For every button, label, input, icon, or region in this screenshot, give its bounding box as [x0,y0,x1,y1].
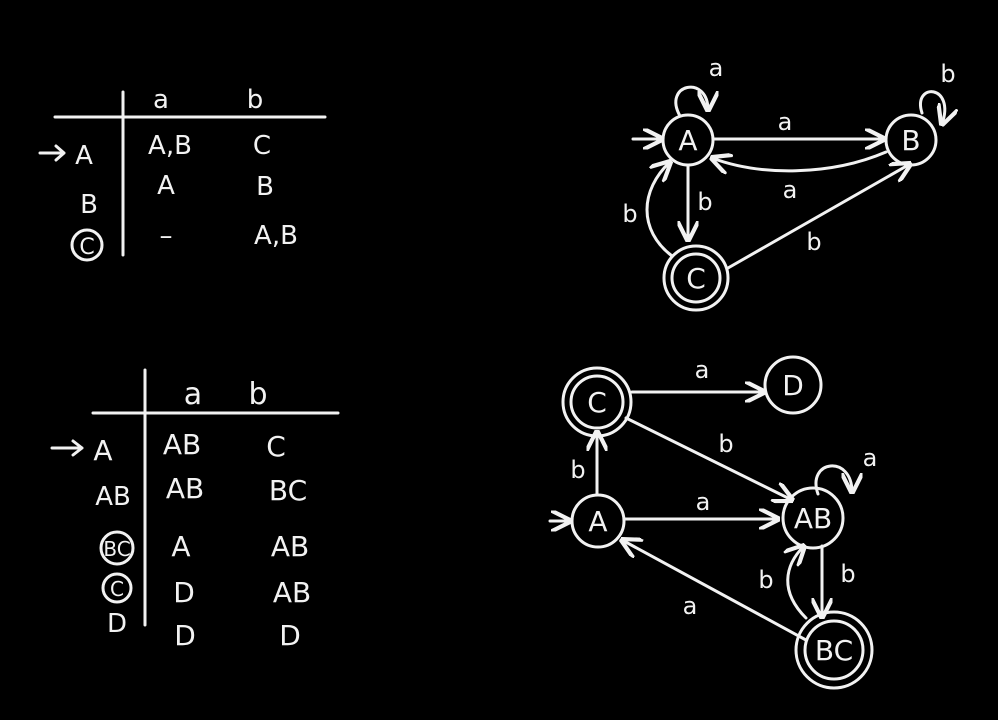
nfa-edge-label: b [697,188,712,216]
dfa-edge-label: a [696,488,711,516]
nfa-edge-label: b [806,228,821,256]
nfa-state-a [661,113,715,167]
dfa-state-d [763,355,823,415]
nfa-state-c [670,252,722,304]
nfa-edge-label: a [709,54,724,82]
dfa-edge-label: a [695,356,710,384]
nfa-edge [712,150,888,171]
nfa-edge [726,164,910,270]
nfa-edge-label: b [940,60,955,88]
nfa-state-label: B [901,124,920,157]
dfa-edge-label: b [758,566,773,594]
nfa-table-cell: C [253,131,271,161]
dfa-table-state: A [93,434,112,467]
dfa-edge [788,546,806,620]
nfa-edge [645,162,672,258]
nfa-table-cell: A [157,171,175,201]
nfa-edge-self-loop [919,90,945,124]
dfa-edge [624,416,792,500]
nfa-edge-self-loop [674,85,708,118]
dfa-table-state: D [107,609,127,639]
dfa-edge-label: a [863,444,878,472]
nfa-state-b [884,113,938,167]
dfa-table-header-a: a [184,377,202,412]
dfa-state-label: D [782,369,804,402]
nfa-table-cell: – [160,221,173,251]
dfa-table-state: AB [95,482,131,512]
dfa-start-arrow [50,439,84,457]
nfa-state-label: A [678,124,697,157]
nfa-state-label: C [686,262,706,295]
nfa-table-header-a: a [153,85,169,115]
dfa-table-cell: C [266,430,286,463]
dfa-state-label: AB [794,502,832,535]
dfa-table-cell: A [171,530,190,563]
dfa-state-label: C [587,386,607,419]
dfa-table-state: BC [103,537,130,561]
nfa-transition-table: a b A A,B C B A B C – A,B [38,85,327,262]
dfa-final-state-circle [101,572,133,604]
nfa-table-header-b: b [247,85,264,115]
dfa-state-a [570,493,626,549]
dfa-table-cell: D [279,619,301,652]
nfa-edge-label: b [622,200,637,228]
dfa-state-bc-outer-ring [794,610,874,690]
dfa-edge-label: b [570,456,585,484]
nfa-state-c-outer-ring [662,244,730,312]
nfa-table-cell: B [256,172,274,202]
dfa-state-ab [781,486,845,550]
dfa-graph: a b b a a b b a C D A AB BC [548,355,878,690]
dfa-table-cell: BC [269,474,307,507]
dfa-table-cell: D [174,619,196,652]
dfa-table-cell: AB [273,576,311,609]
dfa-state-bc [803,619,865,681]
dfa-edge-self-loop [814,464,852,496]
nfa-start-arrow [38,144,66,162]
nfa-edge-label: a [783,176,798,204]
nfa-table-state-b: B [80,190,98,220]
dfa-state-label: A [588,505,607,538]
dfa-edge-label: a [683,592,698,620]
dfa-table-cell: D [173,576,195,609]
dfa-edge-label: b [718,430,733,458]
dfa-table-state: C [110,577,124,601]
nfa-graph: a b a a b b b A B C [622,54,955,312]
nfa-final-state-circle [70,228,104,262]
nfa-table-state-a: A [75,141,93,171]
dfa-edge [622,540,808,642]
dfa-table-header-b: b [248,377,267,412]
dfa-table-cell: AB [163,428,201,461]
dfa-state-c [569,374,625,430]
dfa-edge-label: b [840,560,855,588]
dfa-state-c-outer-ring [561,366,633,438]
nfa-edge-label: a [778,108,793,136]
nfa-table-cell: A,B [148,131,192,161]
dfa-state-label: BC [815,634,853,667]
dfa-table-cell: AB [271,530,309,563]
dfa-table-cell: AB [166,472,204,505]
nfa-table-cell: A,B [254,221,298,251]
nfa-table-state-c: C [79,235,94,260]
dfa-transition-table: a b A AB C AB AB BC BC A AB C D AB D D D [50,368,340,652]
dfa-final-state-circle [99,530,135,566]
